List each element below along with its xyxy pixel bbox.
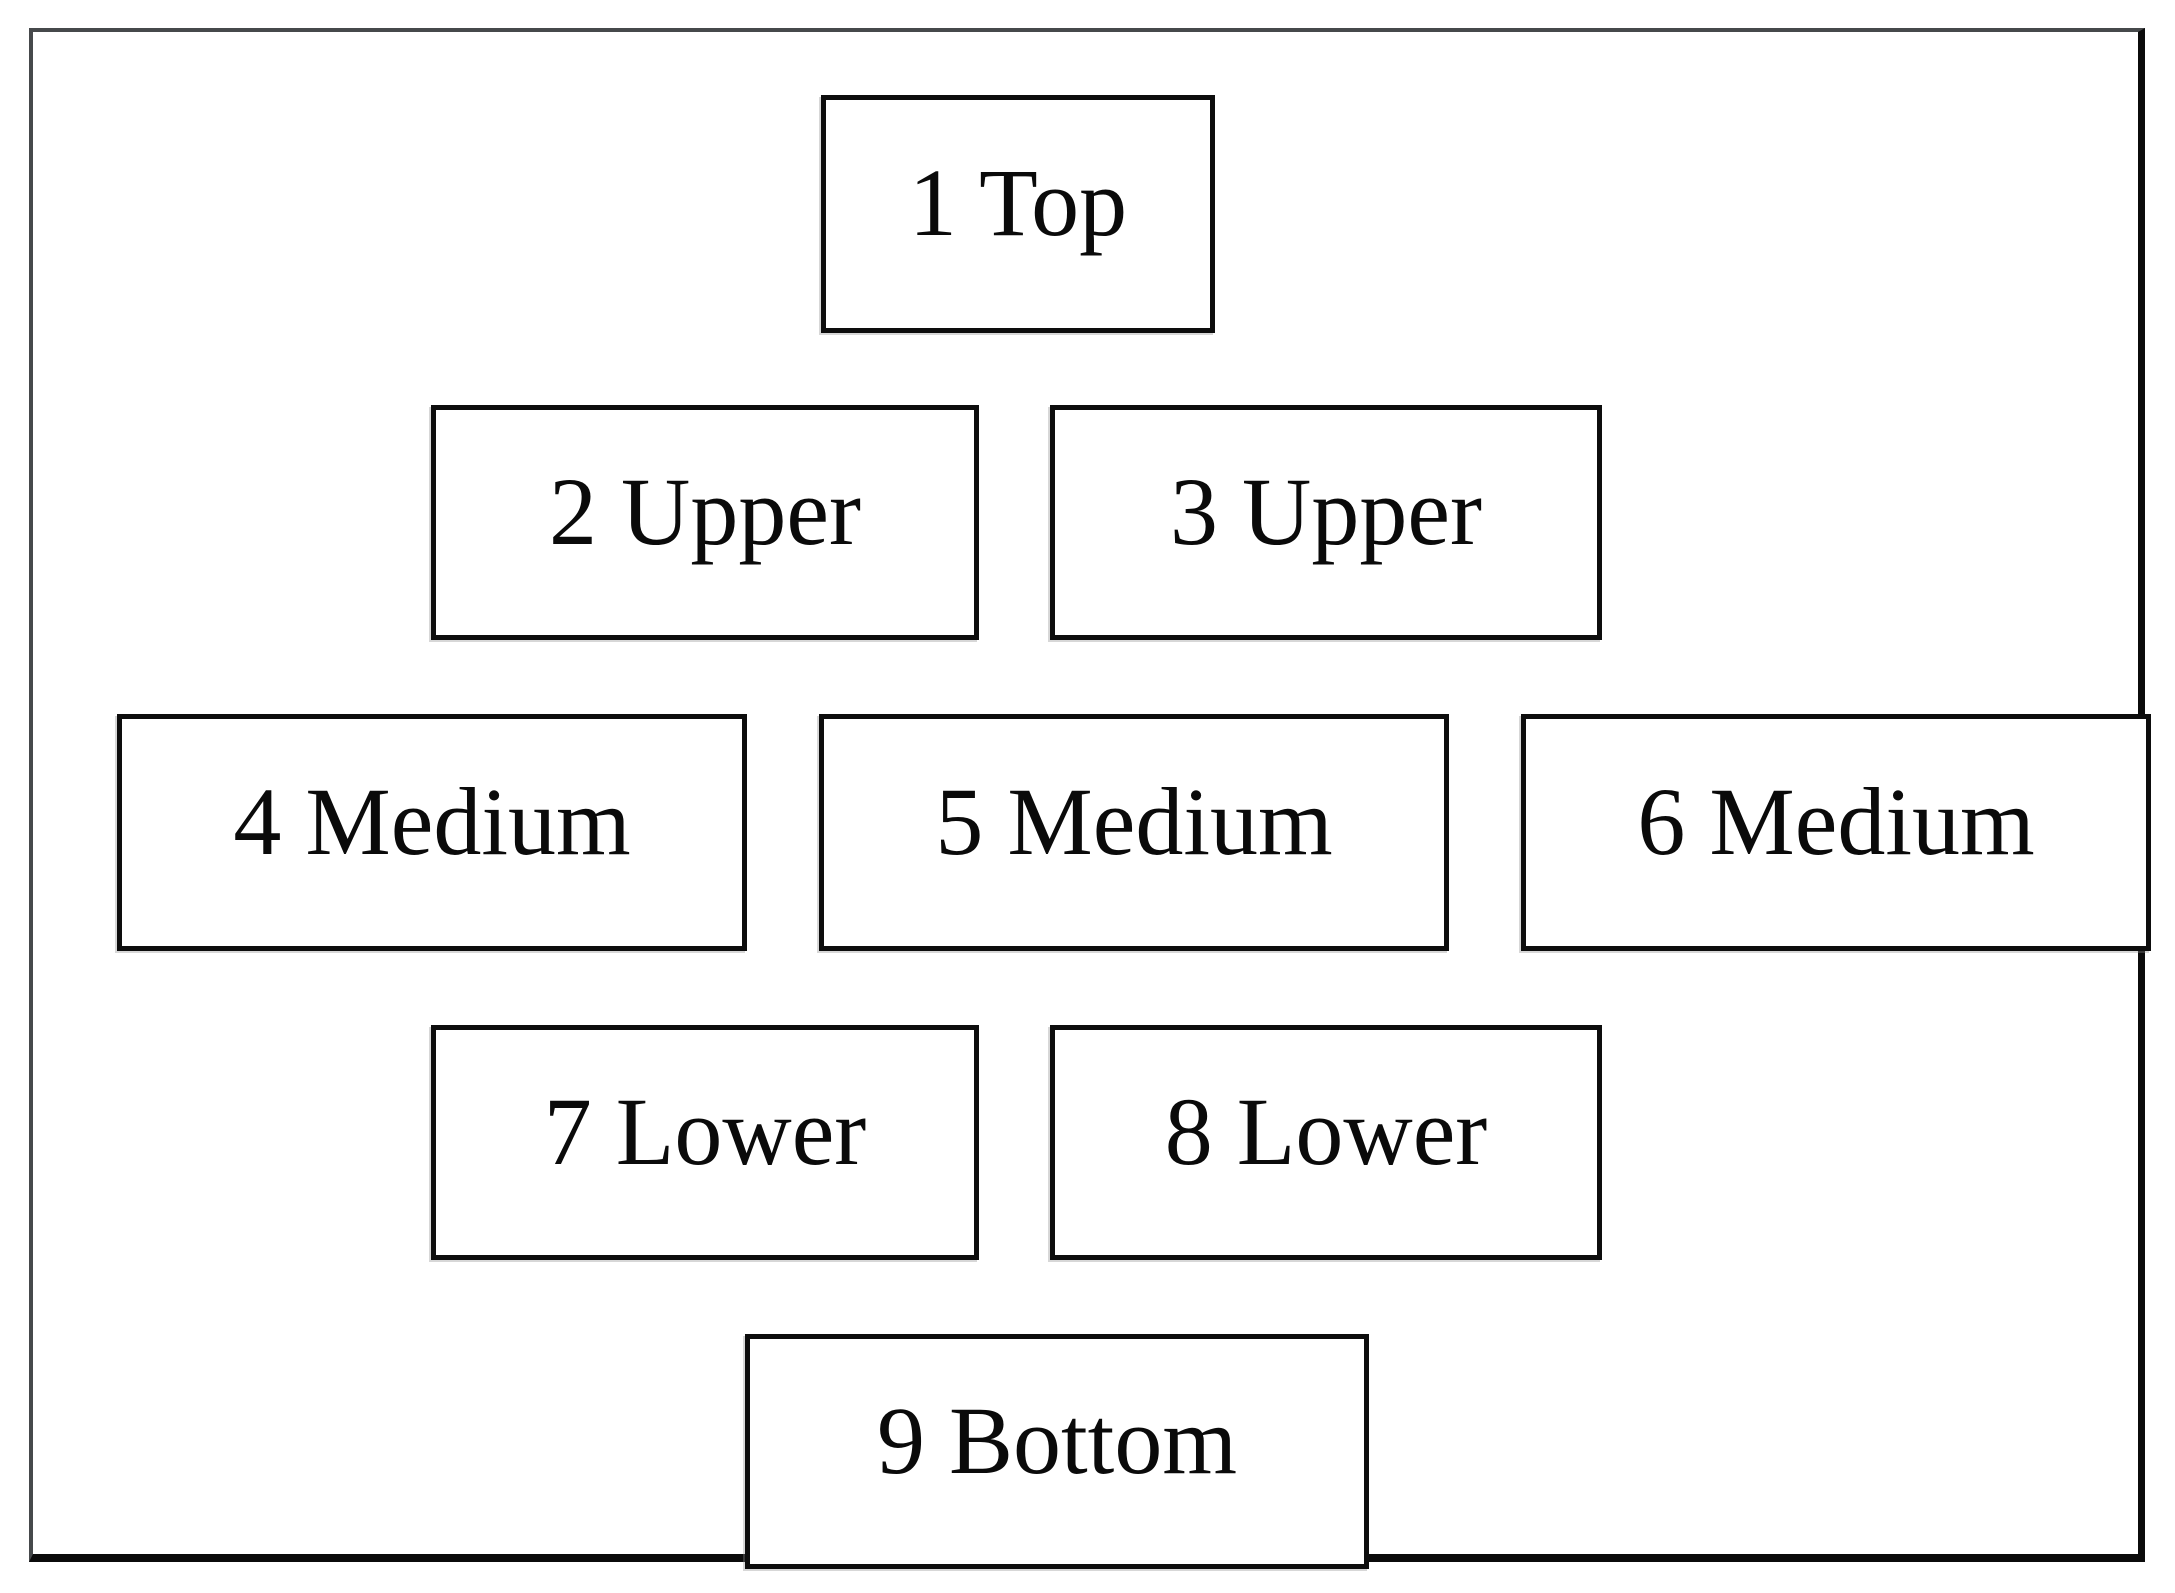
box-5-medium: 5 Medium	[819, 714, 1449, 951]
box-6-medium: 6 Medium	[1521, 714, 2151, 951]
box-3-upper: 3 Upper	[1050, 405, 1602, 640]
box-7-lower: 7 Lower	[431, 1025, 979, 1260]
box-9-bottom: 9 Bottom	[745, 1334, 1369, 1569]
box-1-top: 1 Top	[821, 95, 1215, 333]
diagram-frame: 1 Top 2 Upper 3 Upper 4 Medium 5 Medium …	[29, 28, 2151, 1569]
box-2-upper: 2 Upper	[431, 405, 979, 640]
box-4-medium: 4 Medium	[117, 714, 747, 951]
box-8-lower: 8 Lower	[1050, 1025, 1602, 1260]
